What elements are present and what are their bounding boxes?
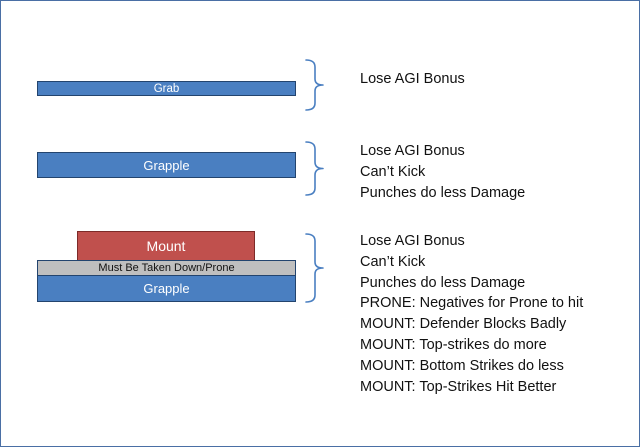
mount-grapple-note: Can’t Kick <box>360 253 426 270</box>
grapple-note: Lose AGI Bonus <box>360 143 465 159</box>
grapple-bar: Grapple <box>37 152 296 178</box>
grapple-brace <box>305 141 324 196</box>
mount-grapple-note: MOUNT: Top-strikes do more <box>360 336 547 353</box>
mount-grapple-note: MOUNT: Defender Blocks Badly <box>360 316 567 333</box>
mount-grapple-note: MOUNT: Top-Strikes Hit Better <box>360 378 557 395</box>
grapple-notes: Lose AGI Bonus Can’t Kick Punches do les… <box>360 141 525 203</box>
mount-grapple-note: MOUNT: Bottom Strikes do less <box>360 357 564 374</box>
prone-bar: Must Be Taken Down/Prone <box>37 260 296 276</box>
grab-note: Lose AGI Bonus <box>360 71 465 87</box>
mount-bar: Mount <box>77 231 255 261</box>
mount-grapple-brace <box>305 233 324 303</box>
mount-label: Mount <box>146 238 186 254</box>
mount-grapple-note: PRONE: Negatives for Prone to hit <box>360 295 584 312</box>
grab-bar: Grab <box>37 81 296 96</box>
grapple-note: Can’t Kick <box>360 163 426 180</box>
grab-brace <box>305 59 324 111</box>
grapple-note: Punches do less Damage <box>360 184 526 201</box>
grapple-label: Grapple <box>143 157 190 173</box>
prone-label: Must Be Taken Down/Prone <box>98 262 235 274</box>
grapple-bar: Grapple <box>37 275 296 302</box>
mount-grapple-note: Lose AGI Bonus <box>360 233 465 249</box>
grab-label: Grab <box>153 82 180 95</box>
mount-grapple-note: Punches do less Damage <box>360 274 526 291</box>
mount-grapple-notes: Lose AGI Bonus Can’t Kick Punches do les… <box>360 231 583 397</box>
grapple-label: Grapple <box>143 281 190 296</box>
grab-notes: Lose AGI Bonus <box>360 69 465 90</box>
